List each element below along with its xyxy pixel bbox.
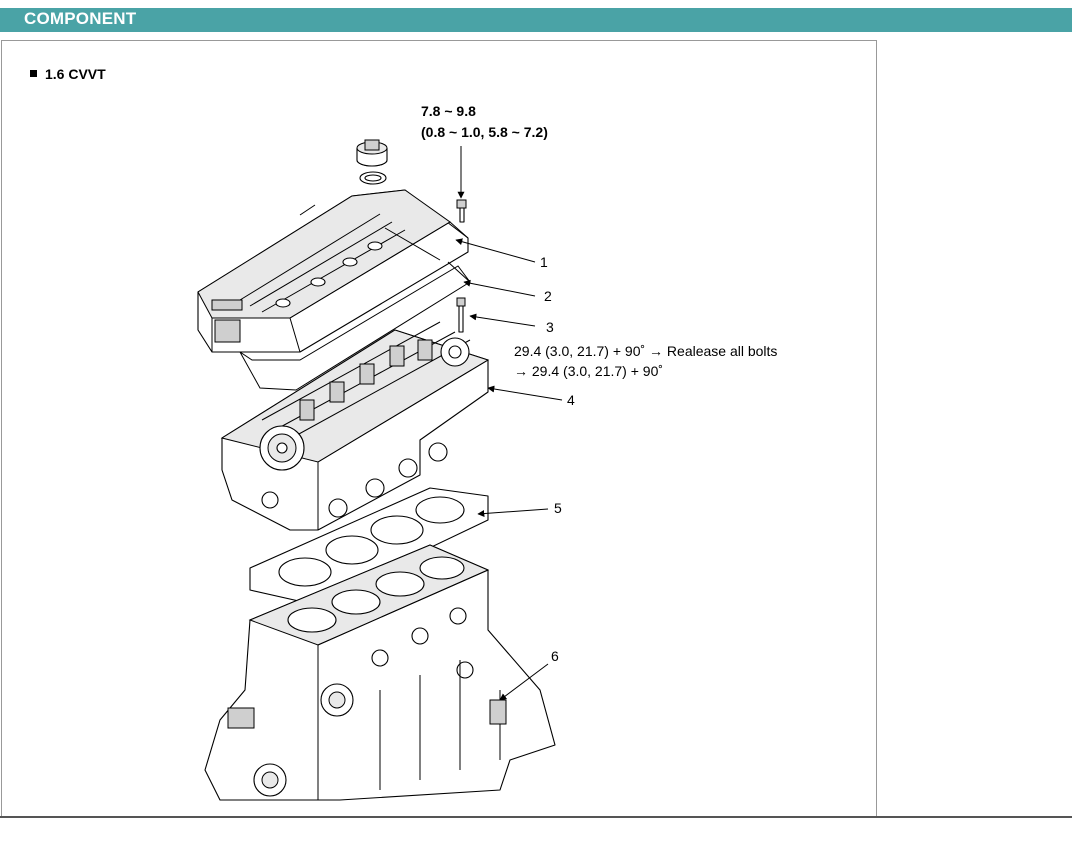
torque-top-line1: 7.8 ~ 9.8 xyxy=(421,103,476,119)
cylinder-head-cover xyxy=(197,189,469,353)
bottom-rule xyxy=(0,816,1072,818)
torque-bolt-line1: 29.4 (3.0, 21.7) + 90˚ → Realease all bo… xyxy=(514,343,777,359)
section-title: 1.6 CVVT xyxy=(30,66,106,82)
figure-frame xyxy=(1,40,877,817)
leader-lines xyxy=(455,146,563,701)
callout-6: 6 xyxy=(551,648,559,664)
oil-filler-cap xyxy=(356,139,388,185)
torque-bolt-line2: → 29.4 (3.0, 21.7) + 90˚ xyxy=(514,363,663,379)
page-title: COMPONENT xyxy=(24,9,137,28)
cylinder-head xyxy=(220,321,490,531)
callout-2: 2 xyxy=(544,288,552,304)
callout-4: 4 xyxy=(567,392,575,408)
callout-5: 5 xyxy=(554,500,562,516)
header-bar xyxy=(0,8,1072,32)
torque-top-line2: (0.8 ~ 1.0, 5.8 ~ 7.2) xyxy=(421,124,548,140)
cover-bolt xyxy=(456,199,467,223)
head-gasket xyxy=(249,487,489,605)
head-bolt xyxy=(456,297,466,333)
cylinder-block xyxy=(204,544,556,801)
section-title-text: 1.6 CVVT xyxy=(45,66,106,82)
camshaft-lobes xyxy=(299,339,433,421)
cover-gasket xyxy=(239,261,471,391)
callout-1: 1 xyxy=(540,254,548,270)
callout-3: 3 xyxy=(546,319,554,335)
bullet-icon xyxy=(30,69,37,77)
